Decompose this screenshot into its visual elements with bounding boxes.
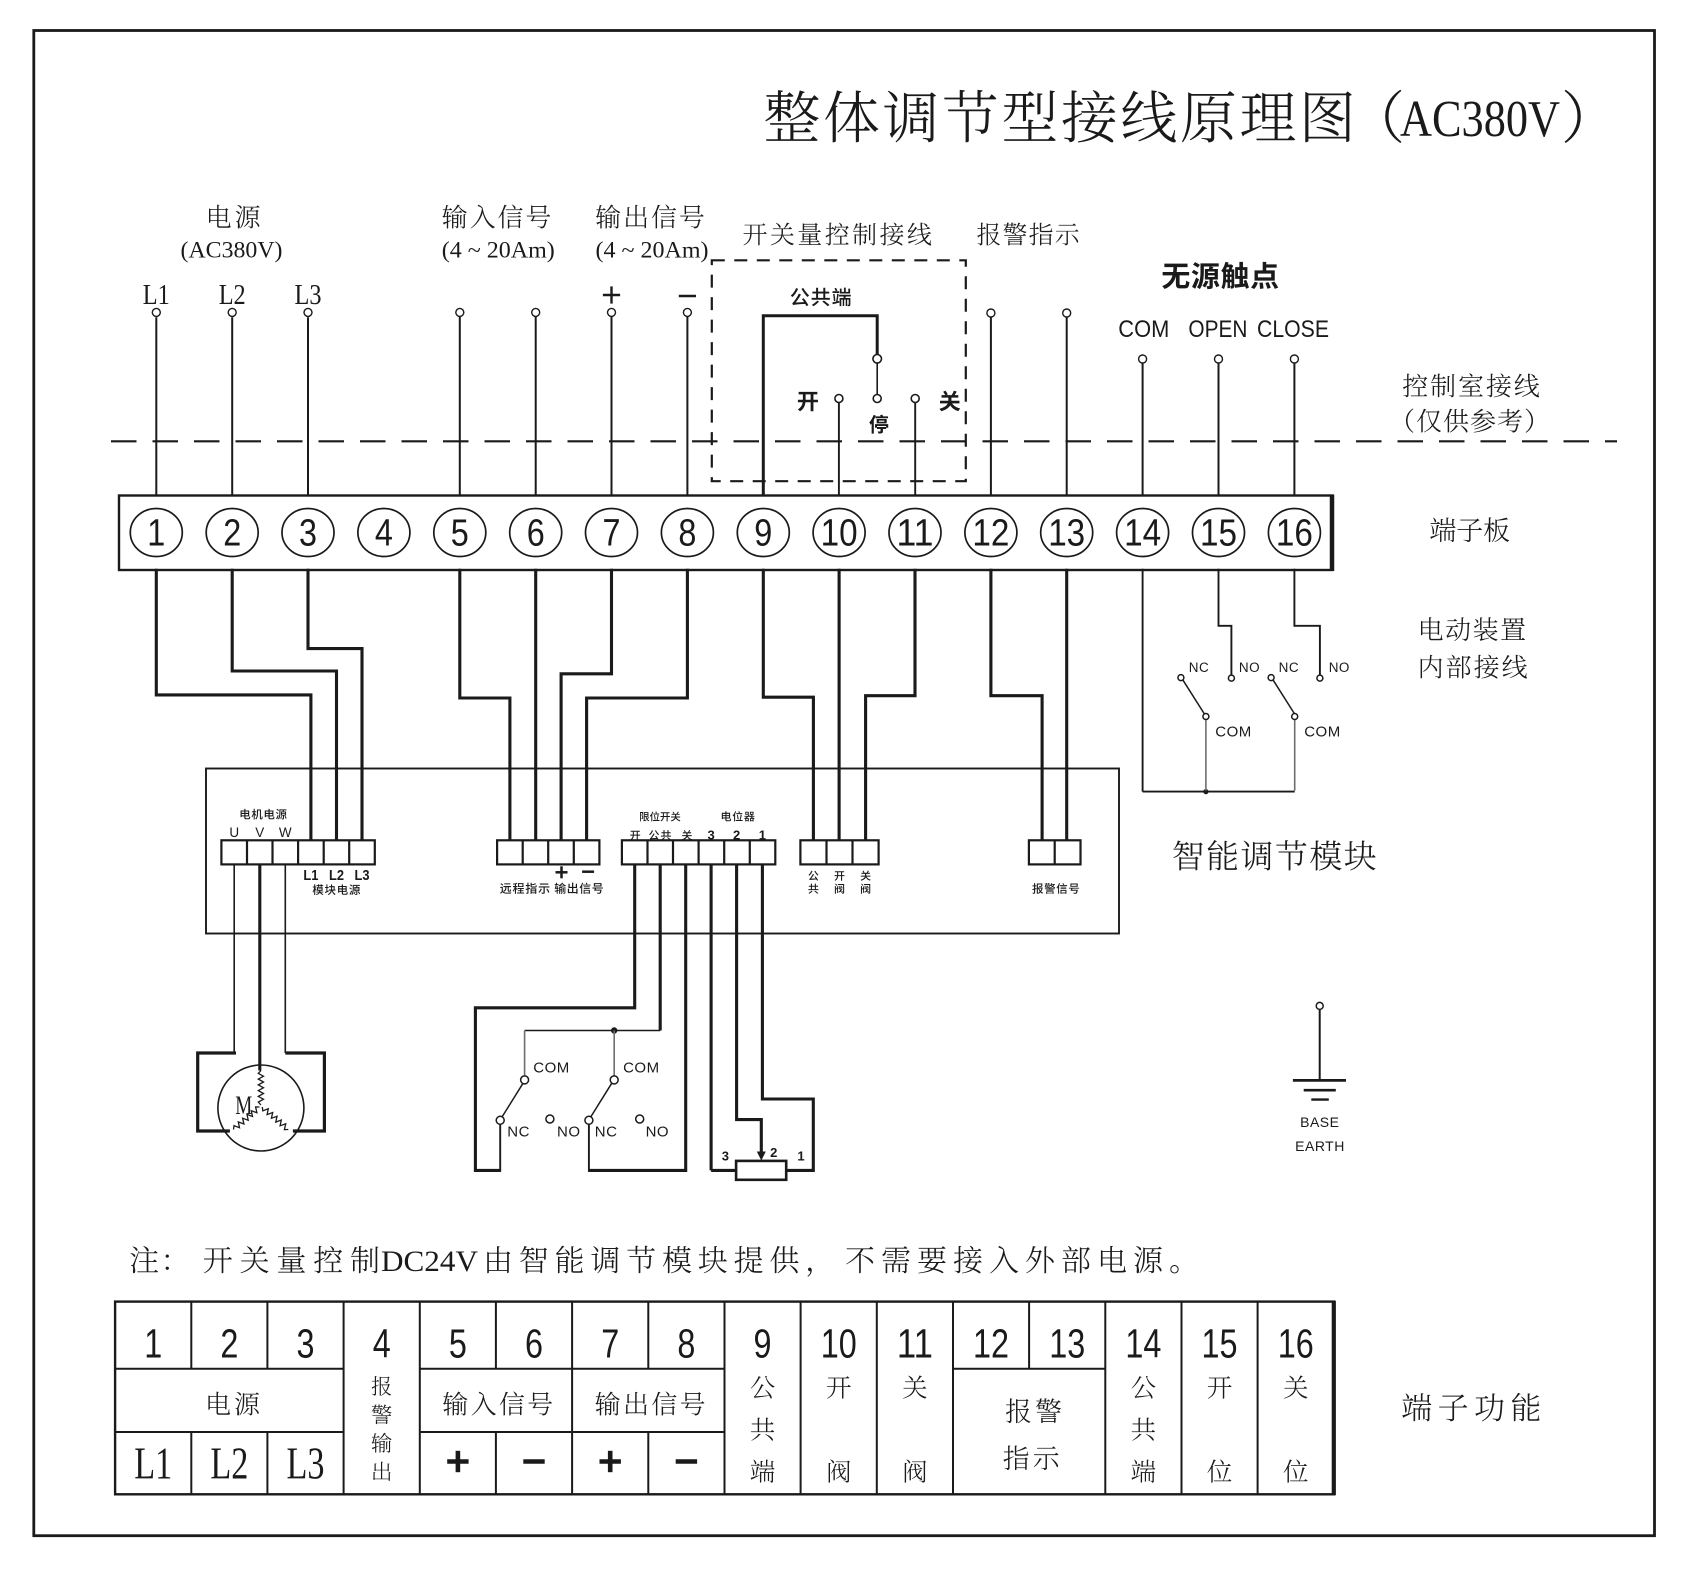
svg-text:13: 13 [1048,513,1085,555]
svg-text:OPEN: OPEN [1188,316,1247,343]
svg-text:L1: L1 [303,868,318,884]
svg-text:3: 3 [297,1320,315,1366]
svg-text:1: 1 [147,513,165,555]
svg-text:L2: L2 [219,280,246,311]
svg-text:7: 7 [601,1320,619,1366]
svg-text:COM: COM [1118,316,1169,343]
svg-text:4: 4 [373,1320,391,1366]
svg-text:5: 5 [449,1320,467,1366]
svg-text:16: 16 [1276,513,1313,555]
svg-text:5: 5 [451,513,469,555]
svg-text:NC: NC [1279,660,1300,675]
svg-text:M: M [235,1091,252,1120]
svg-text:W: W [279,825,292,840]
svg-text:2: 2 [733,828,740,843]
svg-text:L2: L2 [329,868,344,884]
svg-text:COM: COM [533,1059,570,1076]
svg-text:L2: L2 [210,1438,248,1489]
svg-text:L3: L3 [287,1438,325,1489]
svg-text:NC: NC [1189,660,1210,675]
svg-text:14: 14 [1125,1320,1161,1366]
svg-text:EARTH: EARTH [1295,1138,1345,1154]
svg-text:1: 1 [144,1320,162,1366]
svg-text:3: 3 [722,1149,729,1164]
svg-text:COM: COM [1215,724,1252,741]
svg-text:2: 2 [220,1320,238,1366]
svg-text:(AC380V): (AC380V) [181,238,283,263]
svg-text:1: 1 [797,1149,804,1164]
svg-text:NC: NC [595,1124,618,1141]
svg-text:7: 7 [603,513,621,555]
svg-text:(4 ~ 20Am): (4 ~ 20Am) [596,238,709,263]
svg-text:9: 9 [754,513,772,555]
svg-text:10: 10 [821,513,858,555]
svg-text:NO: NO [557,1124,581,1141]
svg-text:15: 15 [1200,513,1237,555]
svg-text:V: V [255,825,264,840]
svg-text:16: 16 [1278,1320,1314,1366]
svg-text:COM: COM [1304,724,1341,741]
svg-text:11: 11 [897,1320,933,1366]
svg-text:CLOSE: CLOSE [1257,316,1329,343]
svg-text:6: 6 [525,1320,543,1366]
svg-text:L3: L3 [355,868,370,884]
svg-text:11: 11 [897,513,934,555]
svg-text:12: 12 [973,1320,1009,1366]
svg-text:13: 13 [1049,1320,1085,1366]
svg-text:2: 2 [770,1145,777,1160]
svg-text:12: 12 [972,513,1009,555]
svg-text:2: 2 [223,513,241,555]
svg-text:BASE: BASE [1300,1114,1339,1130]
svg-text:NO: NO [1239,660,1260,675]
svg-text:10: 10 [821,1320,857,1366]
svg-text:COM: COM [623,1059,660,1076]
svg-text:15: 15 [1202,1320,1238,1366]
svg-text:DC24V: DC24V [381,1245,478,1278]
svg-text:NO: NO [1329,660,1350,675]
svg-text:8: 8 [677,1320,695,1366]
svg-text:AC380V: AC380V [1400,91,1560,148]
svg-text:8: 8 [678,513,696,555]
svg-text:(4 ~ 20Am): (4 ~ 20Am) [442,238,555,263]
svg-text:L1: L1 [143,280,170,311]
svg-text:L1: L1 [134,1438,172,1489]
svg-text:14: 14 [1124,513,1161,555]
svg-text:NC: NC [507,1124,530,1141]
svg-text:1: 1 [759,828,766,843]
svg-text:4: 4 [375,513,393,555]
svg-text:6: 6 [527,513,545,555]
svg-text:NO: NO [646,1124,670,1141]
svg-text:3: 3 [707,828,714,843]
svg-text:3: 3 [299,513,317,555]
svg-text:U: U [229,825,239,840]
svg-text:9: 9 [754,1320,772,1366]
svg-text:L3: L3 [295,280,322,311]
